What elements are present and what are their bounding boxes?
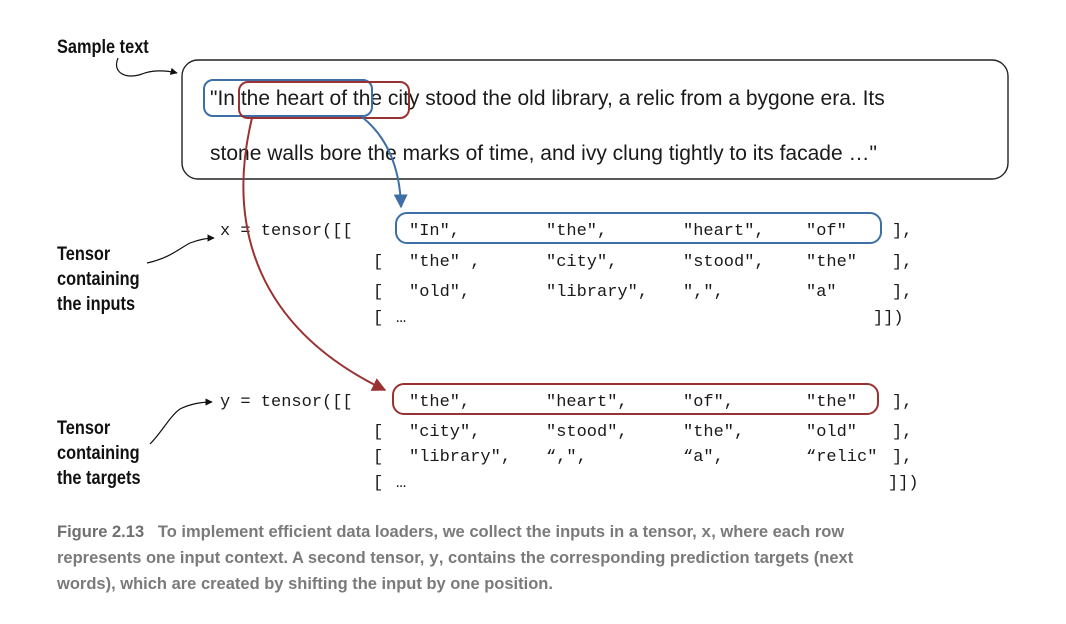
- label-tensor-targets-2: containing: [57, 443, 140, 464]
- y-r1-close: ],: [892, 423, 913, 442]
- x-r2-c2: ",",: [683, 283, 724, 302]
- x-r2-close: ],: [892, 283, 913, 302]
- x-r1-c3: "the": [806, 253, 858, 272]
- caption-line-2-start: represents one input context. A second t…: [57, 549, 429, 567]
- y-r0-c2: "of",: [683, 393, 735, 412]
- caption-figure-number: Figure 2.13: [57, 523, 145, 541]
- y-r1-c3: "old": [806, 423, 858, 442]
- caption-var-y: y: [428, 549, 439, 568]
- x-final-close: ]]): [873, 309, 904, 328]
- sample-text-box: [181, 59, 1009, 180]
- y-r2-c0: "library",: [409, 448, 512, 467]
- x-r0-c2: "heart",: [683, 222, 765, 241]
- y-r2-close: ],: [892, 448, 913, 467]
- y-r0-close: ],: [892, 393, 913, 412]
- y-r1-c0: "city",: [409, 423, 481, 442]
- sample-token-the-heart-of: the heart of: [240, 87, 353, 110]
- label-tensor-inputs-1: Tensor: [57, 244, 111, 265]
- sample-input-highlight: [203, 79, 373, 117]
- caption-var-x: x: [701, 523, 712, 542]
- sample-label-pointer: [116, 57, 178, 77]
- sample-rest-line-1: the city stood the old library, a relic …: [352, 87, 885, 110]
- x-r2-open: [: [373, 283, 384, 302]
- x-r1-c2: "stood",: [683, 253, 765, 272]
- y-r0-c3: "the": [806, 393, 858, 412]
- y-r0-c0: "the",: [409, 393, 471, 412]
- x-r0-c1: "the",: [546, 222, 608, 241]
- x-tensor-prefix: x = tensor([[: [220, 222, 353, 241]
- y-tensor-prefix: y = tensor([[: [220, 393, 353, 412]
- sample-target-highlight: [238, 81, 410, 119]
- sample-text-line-2: stone walls bore the marks of time, and …: [210, 142, 877, 165]
- y-r3-open: [: [373, 474, 384, 493]
- x-row-highlight: [395, 212, 882, 244]
- label-sample-text: Sample text: [57, 37, 149, 58]
- x-ellipsis: …: [396, 309, 407, 328]
- label-tensor-targets-3: the targets: [57, 468, 141, 489]
- x-r2-c1: "library",: [546, 283, 649, 302]
- targets-label-pointer: [149, 398, 213, 445]
- x-r1-c1: "city",: [546, 253, 618, 272]
- y-r0-c1: "heart",: [546, 393, 628, 412]
- y-r2-open: [: [373, 448, 384, 467]
- x-r0-close: ],: [892, 222, 913, 241]
- label-tensor-inputs-2: containing: [57, 269, 140, 290]
- y-r1-open: [: [373, 423, 384, 442]
- y-r1-c2: "the",: [683, 423, 745, 442]
- y-r1-c1: "stood",: [546, 423, 628, 442]
- x-r1-c0: "the" ,: [409, 253, 481, 272]
- y-ellipsis: …: [396, 474, 407, 493]
- caption-line-1: Figure 2.13 To implement efficient data …: [57, 520, 844, 545]
- y-r2-c3: “relic": [806, 448, 878, 467]
- caption-line-1-end: , where each row: [711, 523, 845, 541]
- sample-text-line-1: "In the heart of the city stood the old …: [210, 87, 885, 111]
- y-r2-c2: “a",: [683, 448, 724, 467]
- x-r2-c0: "old",: [409, 283, 471, 302]
- caption-line-3: words), which are created by shifting th…: [57, 575, 553, 593]
- caption-line-2: represents one input context. A second t…: [57, 546, 853, 571]
- x-r1-close: ],: [892, 253, 913, 272]
- inputs-label-pointer: [146, 234, 215, 264]
- x-r1-open: [: [373, 253, 384, 272]
- label-tensor-targets-1: Tensor: [57, 418, 111, 439]
- target-arrow: [242, 117, 387, 391]
- y-final-close: ]]): [888, 474, 919, 493]
- x-r0-c0: "In",: [409, 222, 461, 241]
- y-r2-c1: “,",: [546, 448, 587, 467]
- x-r3-open: [: [373, 309, 384, 328]
- input-arrow: [361, 116, 408, 209]
- y-row-highlight: [392, 383, 879, 415]
- x-r0-c3: "of": [806, 222, 847, 241]
- x-r2-c3: "a": [806, 283, 837, 302]
- caption-line-2-end: , contains the corresponding prediction …: [438, 549, 854, 567]
- label-tensor-inputs-3: the inputs: [57, 294, 136, 315]
- caption-line-1-text: To implement efficient data loaders, we …: [157, 523, 702, 541]
- sample-token-in: "In: [210, 87, 241, 110]
